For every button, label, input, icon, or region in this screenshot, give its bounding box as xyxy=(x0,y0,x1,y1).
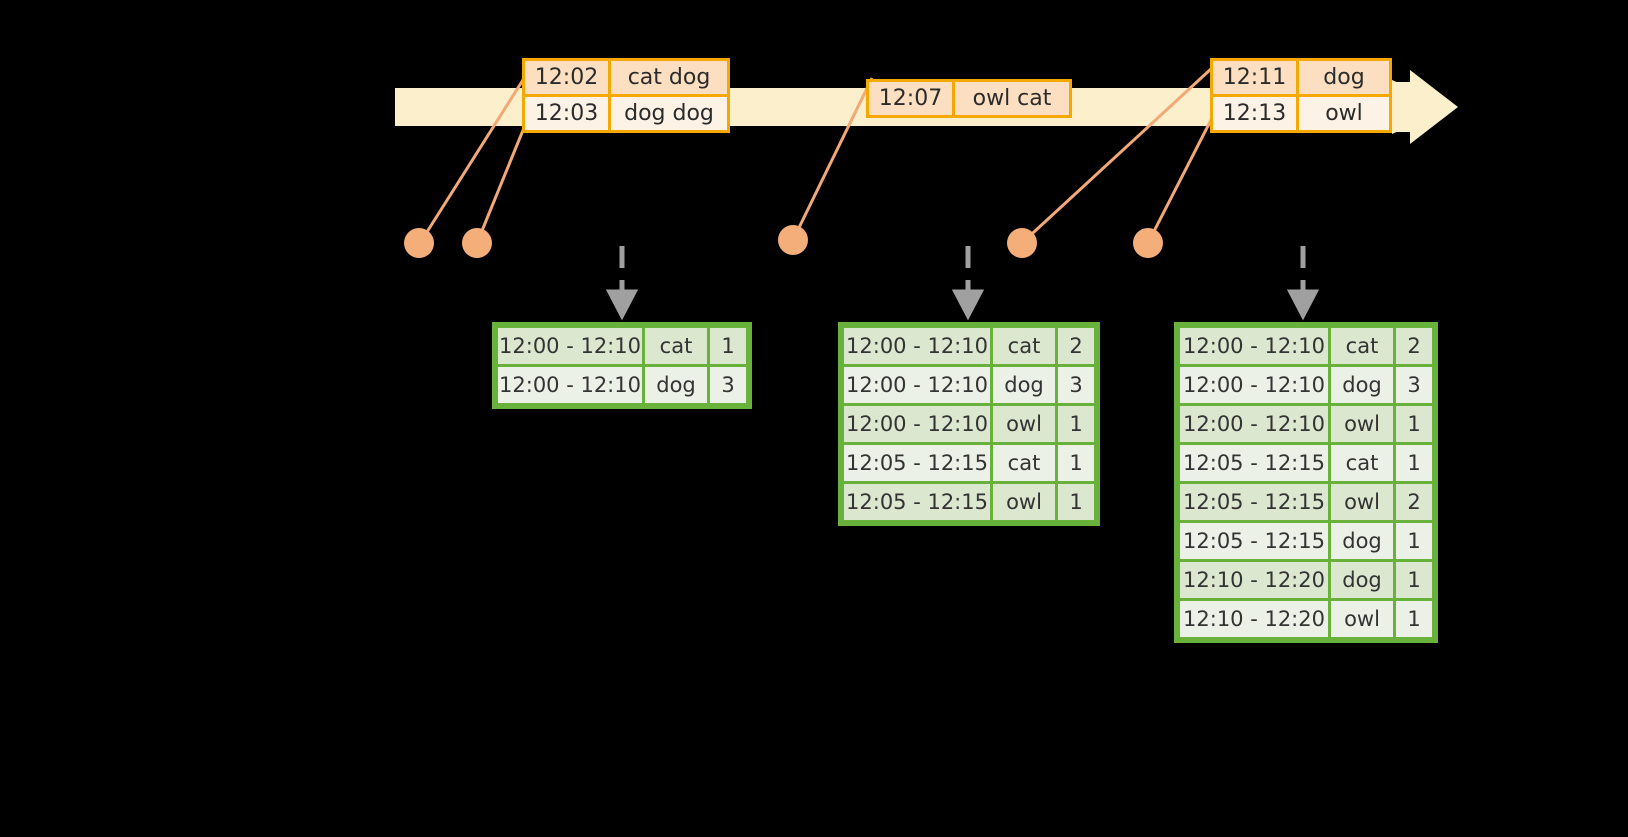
event-words: dog dog xyxy=(624,101,714,126)
cell-count: 1 xyxy=(1058,484,1094,520)
event-group-3[interactable]: 12:11 dog 12:13 owl xyxy=(1210,58,1392,133)
cell-count: 1 xyxy=(1058,445,1094,481)
cell-window: 12:05 - 12:15 xyxy=(1180,484,1328,520)
cell-window: 12:00 - 12:10 xyxy=(498,328,642,364)
cell-word: cat xyxy=(993,445,1055,481)
cell-window: 12:10 - 12:20 xyxy=(1180,562,1328,598)
event-words: cat dog xyxy=(627,65,711,90)
event-time: 12:07 xyxy=(869,82,955,115)
cell-window: 12:00 - 12:10 xyxy=(1180,367,1328,403)
cell-word: dog xyxy=(1331,562,1393,598)
cell-window: 12:05 - 12:15 xyxy=(1180,523,1328,559)
cell-word: dog xyxy=(1331,367,1393,403)
cell-word: owl xyxy=(993,406,1055,442)
event-group-1[interactable]: 12:02 cat dog 12:03 dog dog xyxy=(522,58,730,133)
cell-window: 12:05 - 12:15 xyxy=(1180,445,1328,481)
cell-window: 12:05 - 12:15 xyxy=(844,484,990,520)
event-time: 12:02 xyxy=(525,61,611,94)
cell-word: dog xyxy=(645,367,707,403)
cell-window: 12:00 - 12:10 xyxy=(1180,406,1328,442)
cell-window: 12:00 - 12:10 xyxy=(498,367,642,403)
cell-word: owl xyxy=(1331,484,1393,520)
cell-word: dog xyxy=(993,367,1055,403)
event-time: 12:11 xyxy=(1213,61,1299,94)
cell-window: 12:00 - 12:10 xyxy=(844,328,990,364)
cell-count: 2 xyxy=(1058,328,1094,364)
event-dot-1 xyxy=(404,228,434,258)
event-words: owl cat xyxy=(972,86,1052,111)
cell-word: owl xyxy=(1331,406,1393,442)
event-dot-5 xyxy=(1133,228,1163,258)
cell-count: 1 xyxy=(1396,445,1432,481)
cell-count: 1 xyxy=(1058,406,1094,442)
cell-count: 3 xyxy=(1058,367,1094,403)
event-row[interactable]: 12:07 owl cat xyxy=(869,82,1069,115)
cell-count: 2 xyxy=(1396,484,1432,520)
cell-word: owl xyxy=(1331,601,1393,637)
event-row[interactable]: 12:13 owl xyxy=(1213,94,1389,130)
cell-count: 2 xyxy=(1396,328,1432,364)
cell-window: 12:00 - 12:10 xyxy=(1180,328,1328,364)
event-time: 12:03 xyxy=(525,97,611,130)
event-row[interactable]: 12:03 dog dog xyxy=(525,94,727,130)
event-words: owl xyxy=(1325,101,1363,126)
event-words: dog xyxy=(1323,65,1365,90)
cell-count: 3 xyxy=(1396,367,1432,403)
event-group-2[interactable]: 12:07 owl cat xyxy=(866,79,1072,118)
cell-window: 12:00 - 12:10 xyxy=(844,406,990,442)
cell-word: cat xyxy=(1331,445,1393,481)
event-dot-3 xyxy=(778,225,808,255)
cell-word: cat xyxy=(993,328,1055,364)
cell-count: 1 xyxy=(1396,562,1432,598)
cell-count: 1 xyxy=(1396,523,1432,559)
event-dots xyxy=(404,225,1163,258)
cell-count: 1 xyxy=(1396,406,1432,442)
event-row[interactable]: 12:11 dog xyxy=(1213,61,1389,94)
cell-count: 1 xyxy=(710,328,746,364)
stage-arrows xyxy=(605,246,1320,321)
cell-count: 3 xyxy=(710,367,746,403)
cell-word: dog xyxy=(1331,523,1393,559)
cell-window: 12:00 - 12:10 xyxy=(844,367,990,403)
cell-word: owl xyxy=(993,484,1055,520)
event-row[interactable]: 12:02 cat dog xyxy=(525,61,727,94)
cell-word: cat xyxy=(1331,328,1393,364)
cell-count: 1 xyxy=(1396,601,1432,637)
connector-lines xyxy=(418,66,1214,245)
cell-window: 12:10 - 12:20 xyxy=(1180,601,1328,637)
event-time: 12:13 xyxy=(1213,97,1299,130)
cell-window: 12:05 - 12:15 xyxy=(844,445,990,481)
event-dot-4 xyxy=(1007,228,1037,258)
event-dot-2 xyxy=(462,228,492,258)
cell-word: cat xyxy=(645,328,707,364)
